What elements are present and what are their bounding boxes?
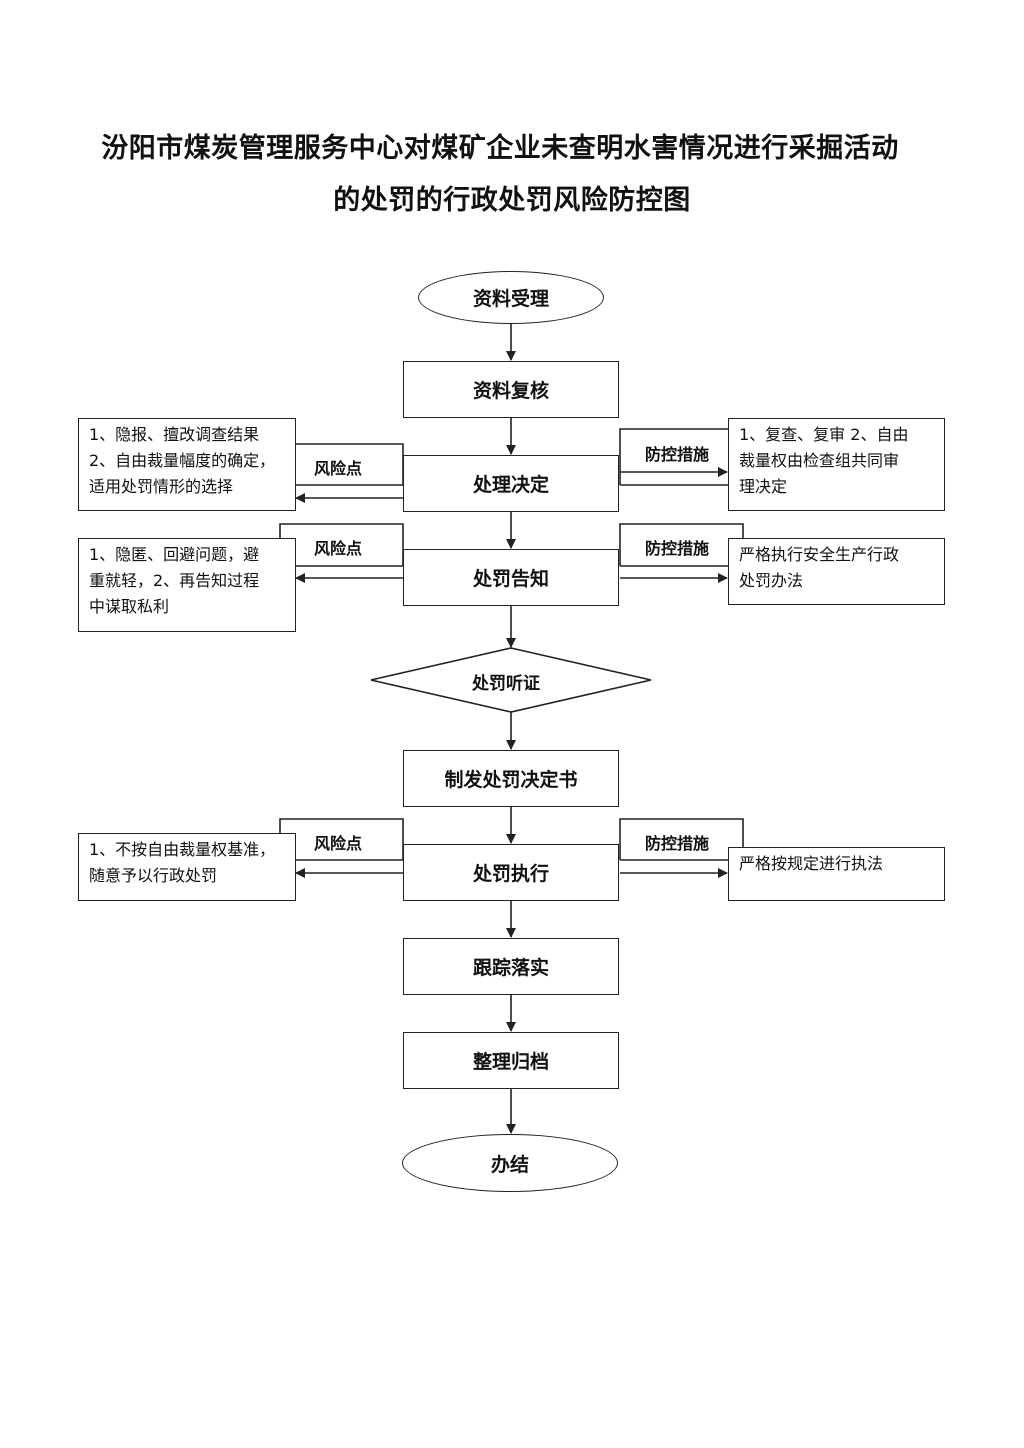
control-decision-line: 理决定 xyxy=(739,477,788,496)
review-node: 资料复核 xyxy=(403,361,619,418)
control-bracket-execute xyxy=(619,818,744,860)
control-label-decision: 防控措施 xyxy=(645,445,710,464)
risk-execute-line: 1、不按自由裁量权基准， xyxy=(89,840,276,859)
review-node-label: 资料复核 xyxy=(472,380,549,402)
risk-notice-line: 1、隐匿、回避问题，避 xyxy=(89,545,260,564)
risk-decision-line: 1、隐报、擅改调查结果 xyxy=(89,425,260,444)
hearing-node-label: 处罚听证 xyxy=(472,674,540,694)
issue-node-label: 制发处罚决定书 xyxy=(444,769,578,791)
risk-label-execute: 风险点 xyxy=(314,834,363,853)
control-label-execute: 防控措施 xyxy=(645,834,710,853)
risk-label-notice: 风险点 xyxy=(314,539,363,558)
risk-box-decision: 1、隐报、擅改调查结果 2、自由裁量幅度的确定， 适用处罚情形的选择 xyxy=(78,418,296,511)
risk-bracket-notice xyxy=(279,523,404,566)
risk-decision-line: 适用处罚情形的选择 xyxy=(89,477,234,496)
end-node-label: 办结 xyxy=(490,1153,529,1176)
control-notice-line: 处罚办法 xyxy=(739,571,804,590)
risk-notice-line: 中谋取私利 xyxy=(89,597,170,616)
track-node-label: 跟踪落实 xyxy=(472,957,549,979)
decision-node: 处理决定 xyxy=(403,455,619,512)
control-box-decision: 1、复查、复审 2、自由 裁量权由检查组共同审 理决定 xyxy=(728,418,945,511)
control-box-execute: 严格按规定进行执法 xyxy=(728,847,945,901)
notice-node-label: 处罚告知 xyxy=(472,568,549,590)
archive-node: 整理归档 xyxy=(403,1032,619,1089)
decision-node-label: 处理决定 xyxy=(472,474,549,496)
control-bracket-decision xyxy=(619,428,728,485)
track-node: 跟踪落实 xyxy=(403,938,619,995)
notice-node: 处罚告知 xyxy=(403,549,619,606)
page-title-line2: 的处罚的行政处罚风险防控图 xyxy=(333,185,691,216)
start-node: 资料受理 xyxy=(418,271,604,324)
risk-box-execute: 1、不按自由裁量权基准， 随意予以行政处罚 xyxy=(78,833,296,901)
control-decision-line: 1、复查、复审 2、自由 xyxy=(739,425,909,444)
risk-bracket-execute xyxy=(279,818,404,860)
risk-decision-line: 2、自由裁量幅度的确定， xyxy=(89,451,276,470)
control-label-notice: 防控措施 xyxy=(645,539,710,558)
execute-node-label: 处罚执行 xyxy=(472,863,549,885)
hearing-diamond xyxy=(370,647,652,713)
control-execute-line: 严格按规定进行执法 xyxy=(739,854,884,873)
execute-node: 处罚执行 xyxy=(403,844,619,901)
archive-node-label: 整理归档 xyxy=(472,1051,549,1073)
risk-box-notice: 1、隐匿、回避问题，避 重就轻，2、再告知过程 中谋取私利 xyxy=(78,538,296,632)
control-decision-line: 裁量权由检查组共同审 xyxy=(739,451,900,470)
control-box-notice: 严格执行安全生产行政 处罚办法 xyxy=(728,538,945,605)
control-notice-line: 严格执行安全生产行政 xyxy=(739,545,900,564)
risk-label-decision: 风险点 xyxy=(314,459,363,478)
start-node-label: 资料受理 xyxy=(472,288,549,310)
risk-notice-line: 重就轻，2、再告知过程 xyxy=(89,571,260,590)
issue-node: 制发处罚决定书 xyxy=(403,750,619,807)
risk-execute-line: 随意予以行政处罚 xyxy=(89,866,218,885)
control-bracket-notice xyxy=(619,523,744,566)
end-node: 办结 xyxy=(402,1134,618,1192)
page-title-line1: 汾阳市煤炭管理服务中心对煤矿企业未查明水害情况进行采掘活动 xyxy=(101,133,899,164)
